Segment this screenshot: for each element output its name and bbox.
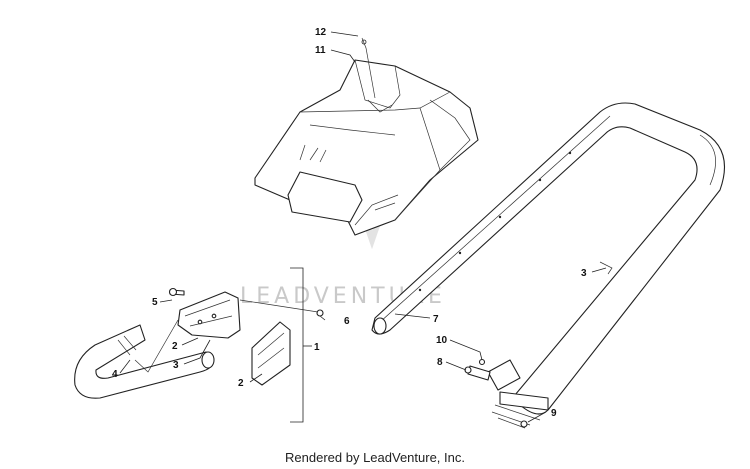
callout-2-left: 2 [172,341,178,352]
callout-9: 9 [551,408,557,419]
callout-3-right: 3 [581,268,587,279]
callout-8: 8 [437,357,443,368]
callout-3-left: 3 [173,360,179,371]
callout-12: 12 [315,27,327,38]
callout-1: 1 [314,342,320,353]
footer-credit: Rendered by LeadVenture, Inc. [285,450,465,465]
callout-5: 5 [152,297,158,308]
part-antenna [361,37,376,99]
callouts: 12 11 5 6 2 3 4 1 2 3 7 10 8 9 [112,27,587,419]
callout-10: 10 [436,335,448,346]
part-lower-hardware [464,358,549,429]
callout-2-right: 2 [238,378,244,389]
leader-lines [119,31,607,423]
part-bracket-left [134,291,241,373]
part-bolt [168,287,185,297]
part-pin-right [599,261,613,275]
part-bracket-right [251,321,291,386]
part-hood [254,59,479,236]
callout-4: 4 [112,369,118,380]
callout-6: 6 [344,316,350,327]
group-bracket [290,267,312,423]
part-grab-bar [74,324,215,399]
callout-11: 11 [315,45,326,56]
callout-7: 7 [433,314,439,325]
